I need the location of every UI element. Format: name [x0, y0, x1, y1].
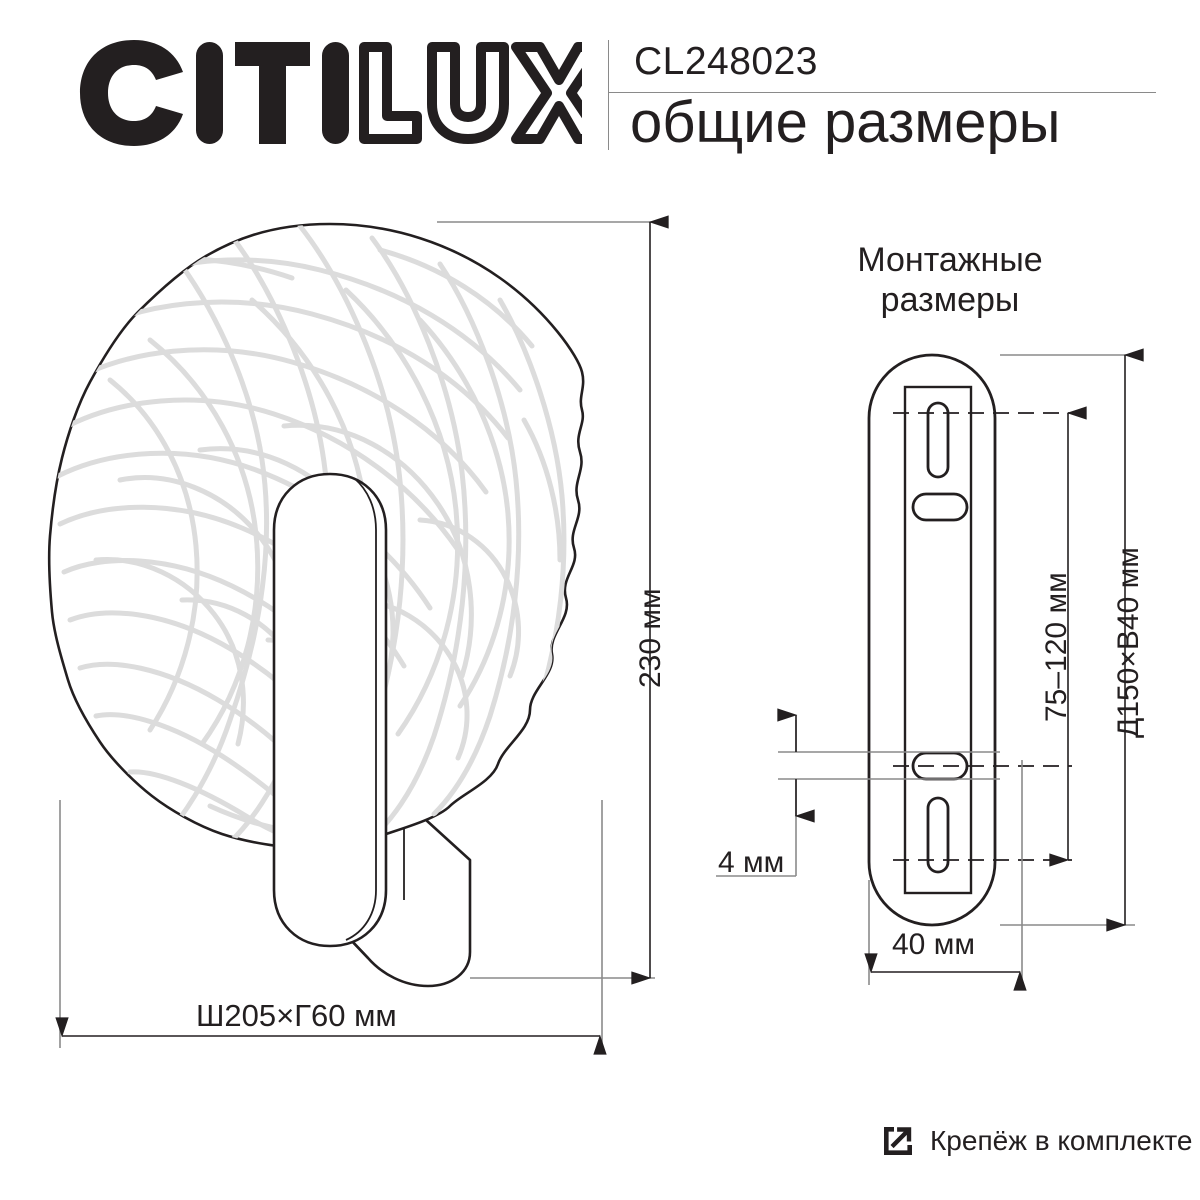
mounting-title-line2: размеры: [880, 281, 1020, 320]
bracket-thickness-band: [778, 751, 1000, 780]
bracket-slot-top: [926, 401, 950, 479]
footer-note: Крепёж в комплекте: [880, 1120, 1192, 1162]
mounting-title-line1: Монтажные: [857, 241, 1043, 279]
dimension-label-mount-plate: Д150×В40 мм: [1112, 547, 1145, 738]
bracket-centerlines: [893, 412, 1072, 861]
model-code: CL248023: [634, 40, 818, 83]
header-horizontal-divider: [608, 92, 1156, 93]
arrow-into-box-icon: [884, 1127, 912, 1155]
lamp-main-view: [47, 222, 585, 988]
citilux-logo-svg: [80, 40, 582, 146]
mounting-bracket-view: [778, 353, 1000, 927]
lamp-front-bar: [272, 472, 388, 948]
lamp-dimension-lines: [55, 215, 669, 1055]
dimension-label-mount-spacing: 75–120 мм: [1040, 572, 1073, 722]
dimension-label-height: 230 мм: [634, 588, 667, 688]
header-vertical-divider: [608, 40, 609, 150]
mounting-dimensions-title: Монтажные размеры: [760, 240, 1140, 320]
dimension-label-plate-thickness: 4 мм: [718, 846, 785, 879]
bracket-dimension-lines: [716, 348, 1144, 991]
page-header: CL248023 общие размеры: [0, 0, 1200, 175]
dimension-label-plate-width: 40 мм: [892, 928, 975, 961]
dimension-label-width-depth: Ш205×Г60 мм: [196, 998, 397, 1033]
citilux-logo: [72, 38, 582, 148]
footer-text: Крепёж в комплекте: [930, 1125, 1193, 1156]
page-title: общие размеры: [630, 90, 1061, 155]
bracket-slot-bottom: [926, 796, 950, 874]
bracket-slot-upper-horizontal: [911, 492, 969, 522]
